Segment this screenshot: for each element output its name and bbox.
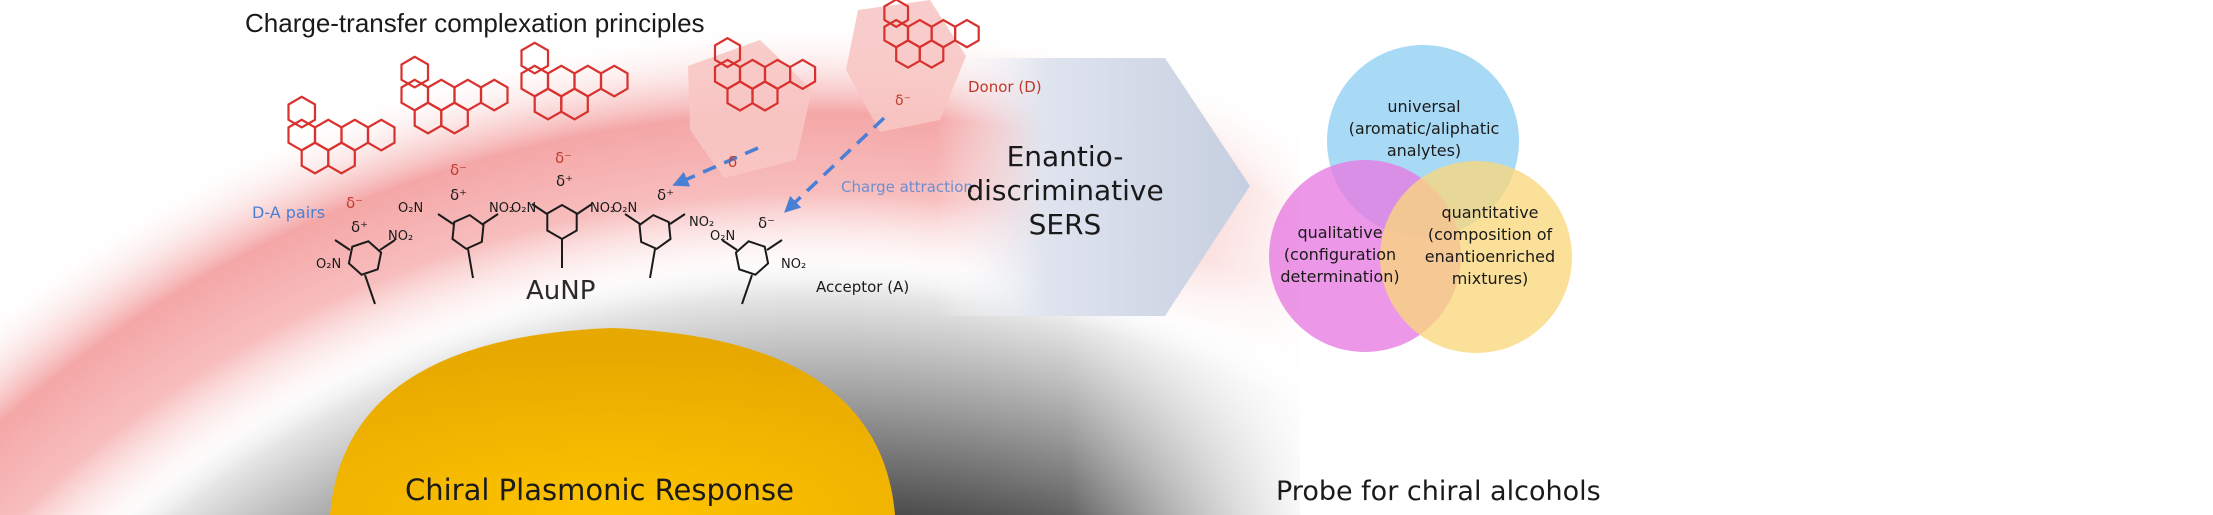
o2n-a5: O₂N — [710, 229, 735, 244]
acceptor-nitro-bond-left-0 — [334, 239, 351, 251]
donor-ring-3-5 — [713, 58, 742, 91]
delta-minus-2: δ⁻ — [450, 161, 467, 179]
venn-universal-3: analytes) — [1387, 141, 1461, 160]
acceptor-nitro-bond-left-2 — [531, 203, 548, 215]
delta-minus-donor-2: δ⁻ — [895, 93, 911, 109]
charge-attraction-arrow-1 — [672, 146, 759, 187]
acceptor-linker-0 — [364, 274, 376, 305]
sers-chevron-arrow — [935, 58, 1250, 316]
aunp-core — [330, 328, 895, 515]
acceptor-molecules — [334, 203, 783, 305]
venn-qualitative-3: determination) — [1280, 267, 1399, 286]
o2n-a4: O₂N — [612, 201, 637, 216]
delta-plus-4: δ⁺ — [657, 186, 674, 204]
acceptor-label: Acceptor (A) — [816, 278, 909, 296]
acceptor-nitro-bond-left-3 — [624, 213, 641, 225]
acceptor-ring-0 — [347, 240, 383, 276]
donor-ring-3-3 — [788, 58, 817, 91]
no2-a1: NO₂ — [388, 229, 413, 244]
donor-ring-3-6 — [713, 36, 742, 69]
venn-universal-1: universal — [1387, 97, 1460, 116]
no2-a2: NO₂ — [489, 201, 514, 216]
no2-a3: NO₂ — [590, 201, 615, 216]
venn-diagram: universal (aromatic/aliphatic analytes) … — [1269, 45, 1572, 353]
da-pairs-label: D-A pairs — [252, 203, 325, 222]
delta-minus-acceptor: δ⁻ — [758, 214, 775, 232]
aunp-label: AuNP — [526, 276, 595, 306]
acceptor-ring-1 — [451, 213, 485, 251]
venn-quantitative-4: mixtures) — [1452, 269, 1529, 288]
o2n-a2: O₂N — [398, 201, 423, 216]
acceptor-ring-3 — [638, 213, 672, 251]
acceptor-linker-1 — [467, 248, 474, 279]
delta-plus-1: δ⁺ — [351, 218, 368, 236]
venn-quantitative-2: (composition of — [1428, 225, 1553, 244]
acceptor-nitro-bond-right-1 — [482, 213, 499, 225]
donor-ring-0-3 — [366, 118, 396, 152]
acceptor-nitro-bond-right-0 — [379, 239, 396, 251]
venn-circle-quantitative — [1380, 161, 1572, 353]
donor-ring-0-6 — [287, 95, 317, 129]
acceptor-ring-4 — [734, 240, 770, 276]
charge-attraction-label: Charge attraction — [841, 178, 973, 196]
donor-ring-1-3 — [479, 78, 509, 112]
acceptor-nitro-bond-left-1 — [437, 213, 454, 225]
acceptor-nitro-bond-right-4 — [766, 239, 783, 251]
donor-ring-2-6 — [520, 41, 550, 75]
delta-minus-1: δ⁻ — [346, 194, 363, 212]
chiral-plasmonic-title: Chiral Plasmonic Response — [405, 473, 794, 507]
acceptor-nitro-bond-left-4 — [721, 239, 738, 251]
donor-ring-1-5 — [400, 78, 430, 112]
donor-ring-4-3 — [953, 18, 980, 49]
delta-minus-3: δ⁻ — [555, 149, 572, 167]
o2n-a1: O₂N — [316, 257, 341, 272]
donor-ring-4-6 — [883, 0, 910, 29]
delta-donor-1: δ — [728, 153, 737, 171]
probe-title: Probe for chiral alcohols — [1276, 476, 1601, 507]
venn-qualitative-2: (configuration — [1284, 245, 1396, 264]
venn-qualitative-1: qualitative — [1297, 223, 1382, 242]
acceptor-linker-4 — [741, 274, 753, 305]
sers-line-1: Enantio- — [1007, 140, 1124, 173]
delta-plus-3: δ⁺ — [556, 172, 573, 190]
sers-line-2: discriminative — [966, 174, 1163, 207]
o2n-a3: O₂N — [511, 201, 536, 216]
no2-a4: NO₂ — [689, 215, 714, 230]
donor-ring-2-5 — [520, 64, 550, 98]
acceptor-nitro-bond-right-3 — [669, 213, 686, 225]
top-title: Charge-transfer complexation principles — [245, 8, 705, 38]
delta-plus-2: δ⁺ — [450, 186, 467, 204]
donor-label: Donor (D) — [968, 78, 1042, 96]
venn-universal-2: (aromatic/aliphatic — [1349, 119, 1500, 138]
donor-ring-1-6 — [400, 55, 430, 89]
acceptor-nitro-bond-right-2 — [576, 203, 593, 215]
acceptor-linker-3 — [649, 248, 656, 279]
sers-line-3: SERS — [1029, 208, 1102, 241]
donor-ring-2-3 — [599, 64, 629, 98]
venn-quantitative-1: quantitative — [1441, 203, 1538, 222]
no2-a5: NO₂ — [781, 257, 806, 272]
venn-quantitative-3: enantioenriched — [1425, 247, 1555, 266]
donor-highlight-1 — [688, 40, 812, 178]
donor-ring-4-5 — [883, 18, 910, 49]
donor-ring-0-5 — [287, 118, 317, 152]
donor-molecules — [287, 0, 980, 175]
